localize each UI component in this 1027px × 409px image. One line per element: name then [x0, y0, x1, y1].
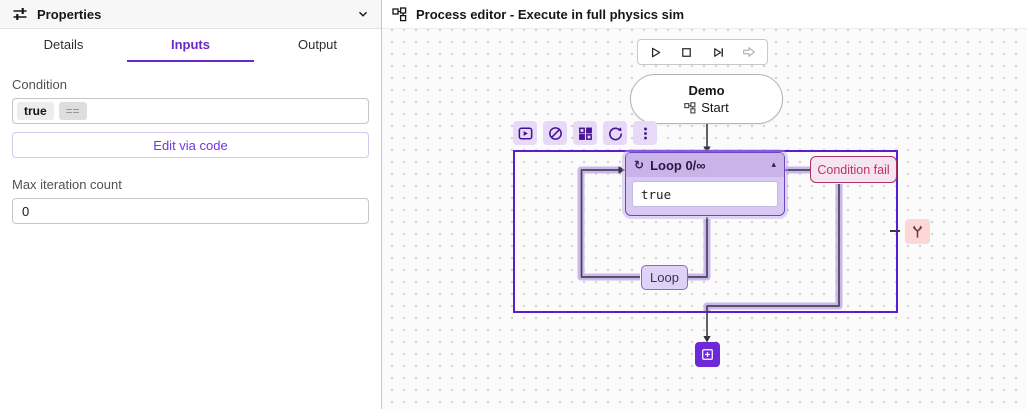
loop-node[interactable]: ↻ Loop 0/∞ ▴ true: [625, 152, 785, 216]
condition-operator-chip[interactable]: ==: [58, 102, 87, 120]
tab-output[interactable]: Output: [297, 37, 338, 52]
loop-condition-value: true: [641, 186, 672, 202]
edit-via-code-button[interactable]: Edit via code: [12, 132, 369, 158]
tune-icon: [12, 6, 28, 22]
condition-label: Condition: [12, 77, 67, 92]
add-step-button[interactable]: [695, 342, 720, 367]
split-branch-button[interactable]: [905, 219, 930, 244]
chevron-down-icon[interactable]: [357, 8, 369, 20]
collapse-icon[interactable]: ▴: [771, 160, 776, 170]
loop-edge-label[interactable]: Loop: [641, 265, 688, 290]
max-iteration-label: Max iteration count: [12, 177, 122, 192]
start-node-title: Demo: [688, 83, 725, 98]
loop-node-title: Loop 0/∞: [650, 157, 706, 173]
node-toolbar: [513, 121, 657, 145]
plus-icon: [699, 346, 716, 363]
max-iteration-value: 0: [22, 203, 30, 219]
editor-title: Process editor - Execute in full physics…: [416, 6, 685, 22]
condition-fail-edge-label[interactable]: Condition fail: [810, 156, 897, 183]
start-node[interactable]: Demo Start: [630, 74, 783, 124]
condition-fail-text: Condition fail: [817, 162, 890, 177]
condition-input[interactable]: true ==: [12, 98, 369, 124]
properties-panel-header: Properties: [0, 0, 381, 29]
editor-header: Process editor - Execute in full physics…: [382, 0, 1027, 29]
loop-text: Loop: [650, 270, 679, 285]
properties-panel: Properties Details Inputs Output Conditi…: [0, 0, 382, 409]
properties-title: Properties: [37, 6, 102, 22]
play-button[interactable]: [647, 44, 664, 61]
stop-button[interactable]: [678, 44, 695, 61]
start-node-subtitle: Start: [701, 100, 729, 115]
max-iteration-input[interactable]: 0: [12, 198, 369, 224]
tab-details[interactable]: Details: [43, 37, 84, 52]
process-editor-panel: Process editor - Execute in full physics…: [382, 0, 1027, 409]
tab-inputs[interactable]: Inputs: [127, 29, 254, 62]
more-options-button[interactable]: [633, 121, 657, 145]
flow-icon: [392, 6, 407, 22]
condition-value-chip[interactable]: true: [17, 102, 54, 120]
continue-button[interactable]: [741, 44, 758, 61]
loop-condition-input[interactable]: true: [632, 181, 778, 207]
flow-icon: [684, 101, 696, 114]
step-forward-button[interactable]: [710, 44, 727, 61]
properties-tabs: Details Inputs Output: [0, 29, 381, 62]
components-grid-button[interactable]: [573, 121, 597, 145]
split-branch-icon: [909, 223, 926, 240]
loop-node-header[interactable]: ↻ Loop 0/∞ ▴: [626, 153, 784, 177]
repeat-icon: ↻: [634, 158, 645, 172]
run-preview-button[interactable]: [513, 121, 537, 145]
branch-connector-dash: [890, 230, 900, 232]
repeat-button[interactable]: [603, 121, 627, 145]
disable-button[interactable]: [543, 121, 567, 145]
playback-toolbar: [637, 39, 768, 65]
